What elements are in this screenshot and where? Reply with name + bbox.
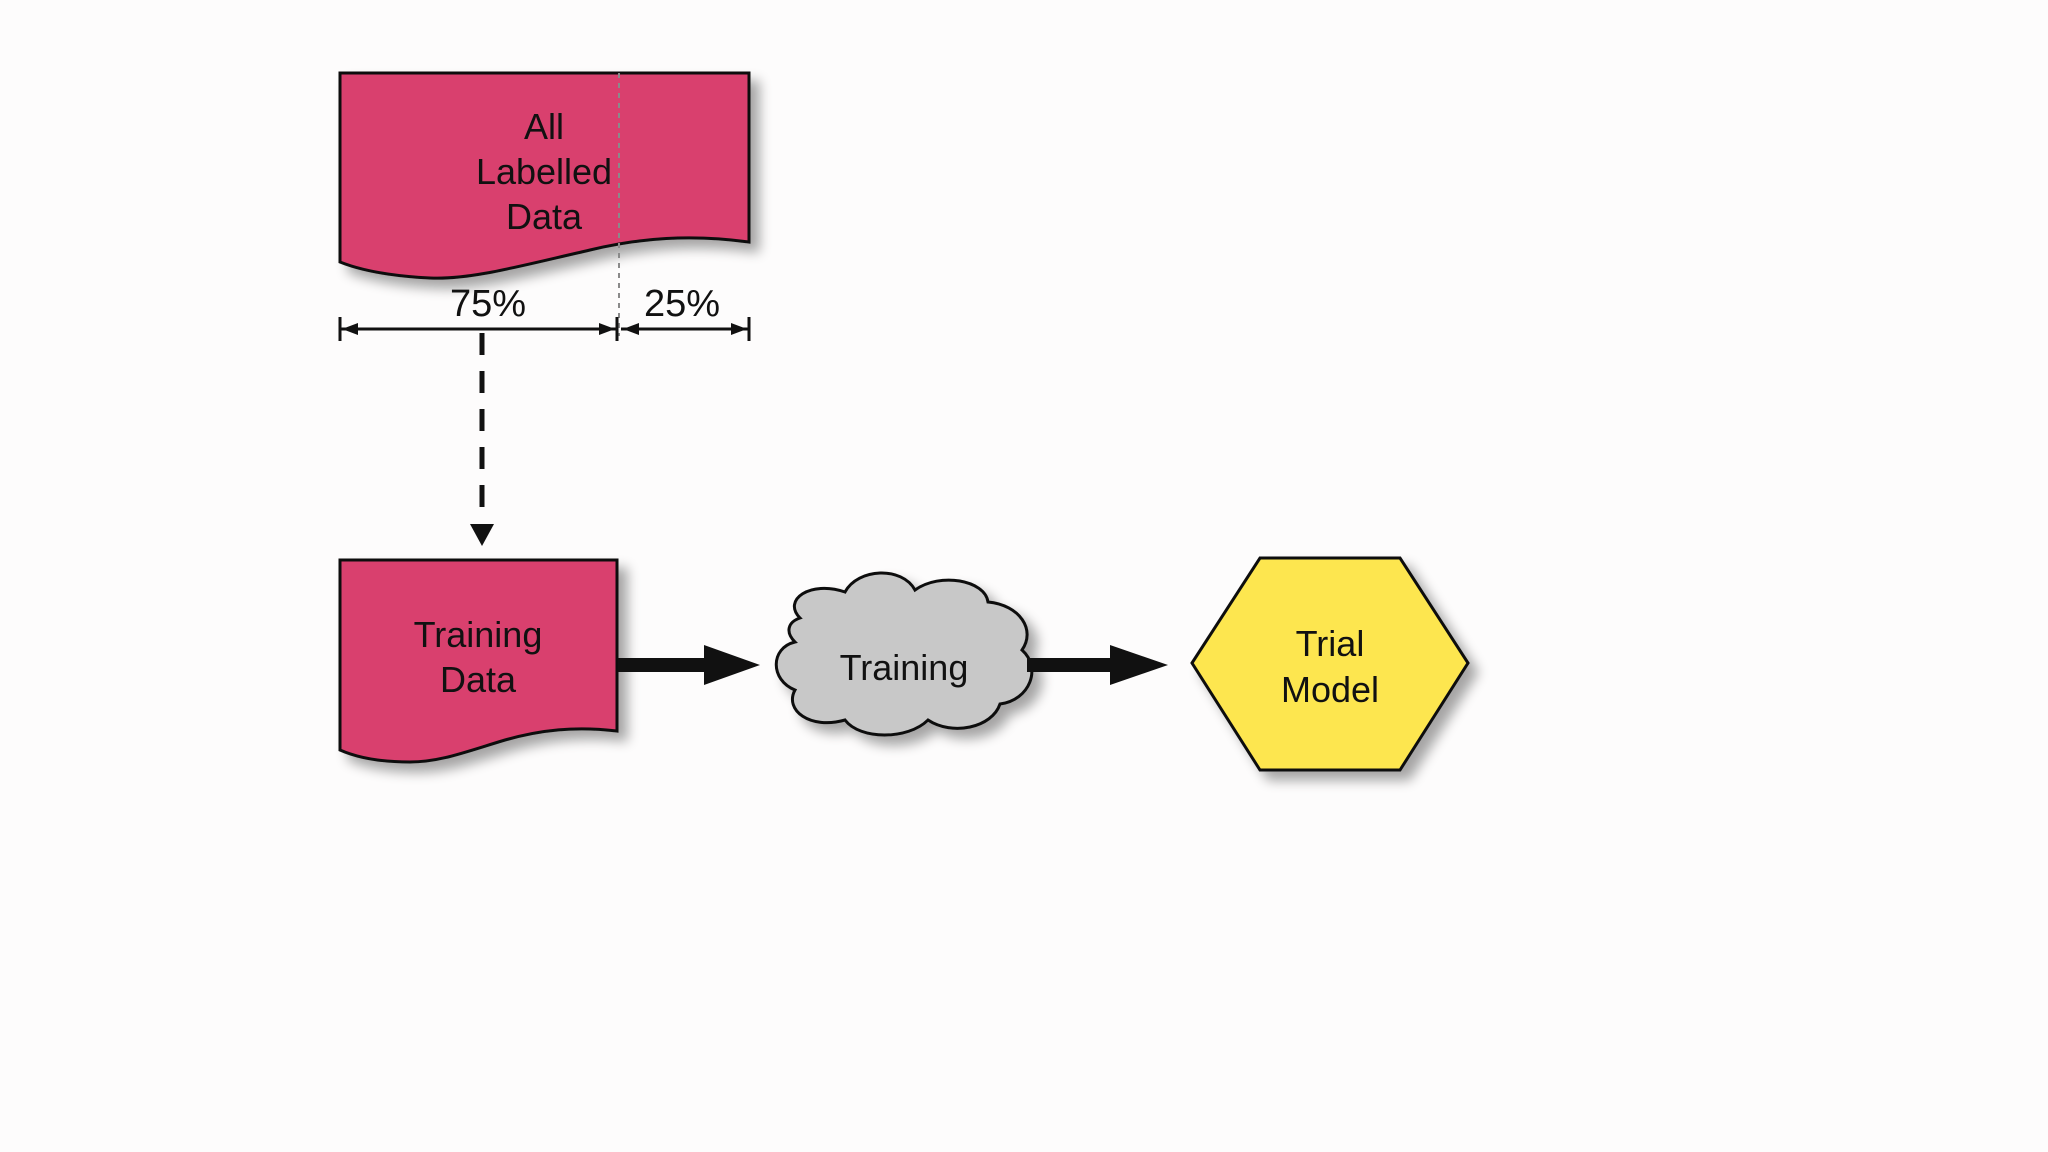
- training-data-node: Training Data: [338, 558, 619, 764]
- split-dimension: 75% 25%: [338, 283, 751, 341]
- train-span-arrow-left: [342, 323, 358, 335]
- all-labelled-data-node: All Labelled Data: [338, 71, 751, 336]
- train-percent-label: 75%: [450, 283, 526, 325]
- all-labelled-data-label-line-3: Data: [506, 196, 583, 237]
- thick-arrow-head-1: [704, 645, 760, 685]
- training-process-node: Training: [774, 571, 1034, 737]
- all-labelled-data-label-line-1: All: [524, 106, 564, 147]
- trial-model-label-line-2: Model: [1281, 669, 1379, 710]
- all-labelled-data-shape: [338, 71, 751, 280]
- training-data-label-line-1: Training: [414, 614, 543, 655]
- training-to-trial-model-arrow: [1027, 645, 1168, 685]
- test-percent-label: 25%: [644, 283, 720, 325]
- trial-model-hexagon: [1190, 556, 1470, 772]
- training-data-shape: [338, 558, 619, 764]
- test-span-arrow-right: [731, 323, 747, 335]
- training-cloud-shape: [774, 571, 1034, 737]
- test-span-arrow-left: [623, 323, 639, 335]
- training-data-to-training-arrow: [618, 645, 760, 685]
- train-span-arrow-right: [599, 323, 615, 335]
- training-data-label-line-2: Data: [440, 659, 517, 700]
- trial-model-label-line-1: Trial: [1296, 623, 1365, 664]
- training-process-label: Training: [840, 647, 969, 688]
- trial-model-node: Trial Model: [1190, 556, 1470, 772]
- all-labelled-data-label-line-2: Labelled: [476, 151, 612, 192]
- split-to-training-data-arrow: [470, 333, 494, 546]
- thick-arrow-head-2: [1110, 645, 1168, 685]
- dashed-arrow-head: [470, 524, 494, 546]
